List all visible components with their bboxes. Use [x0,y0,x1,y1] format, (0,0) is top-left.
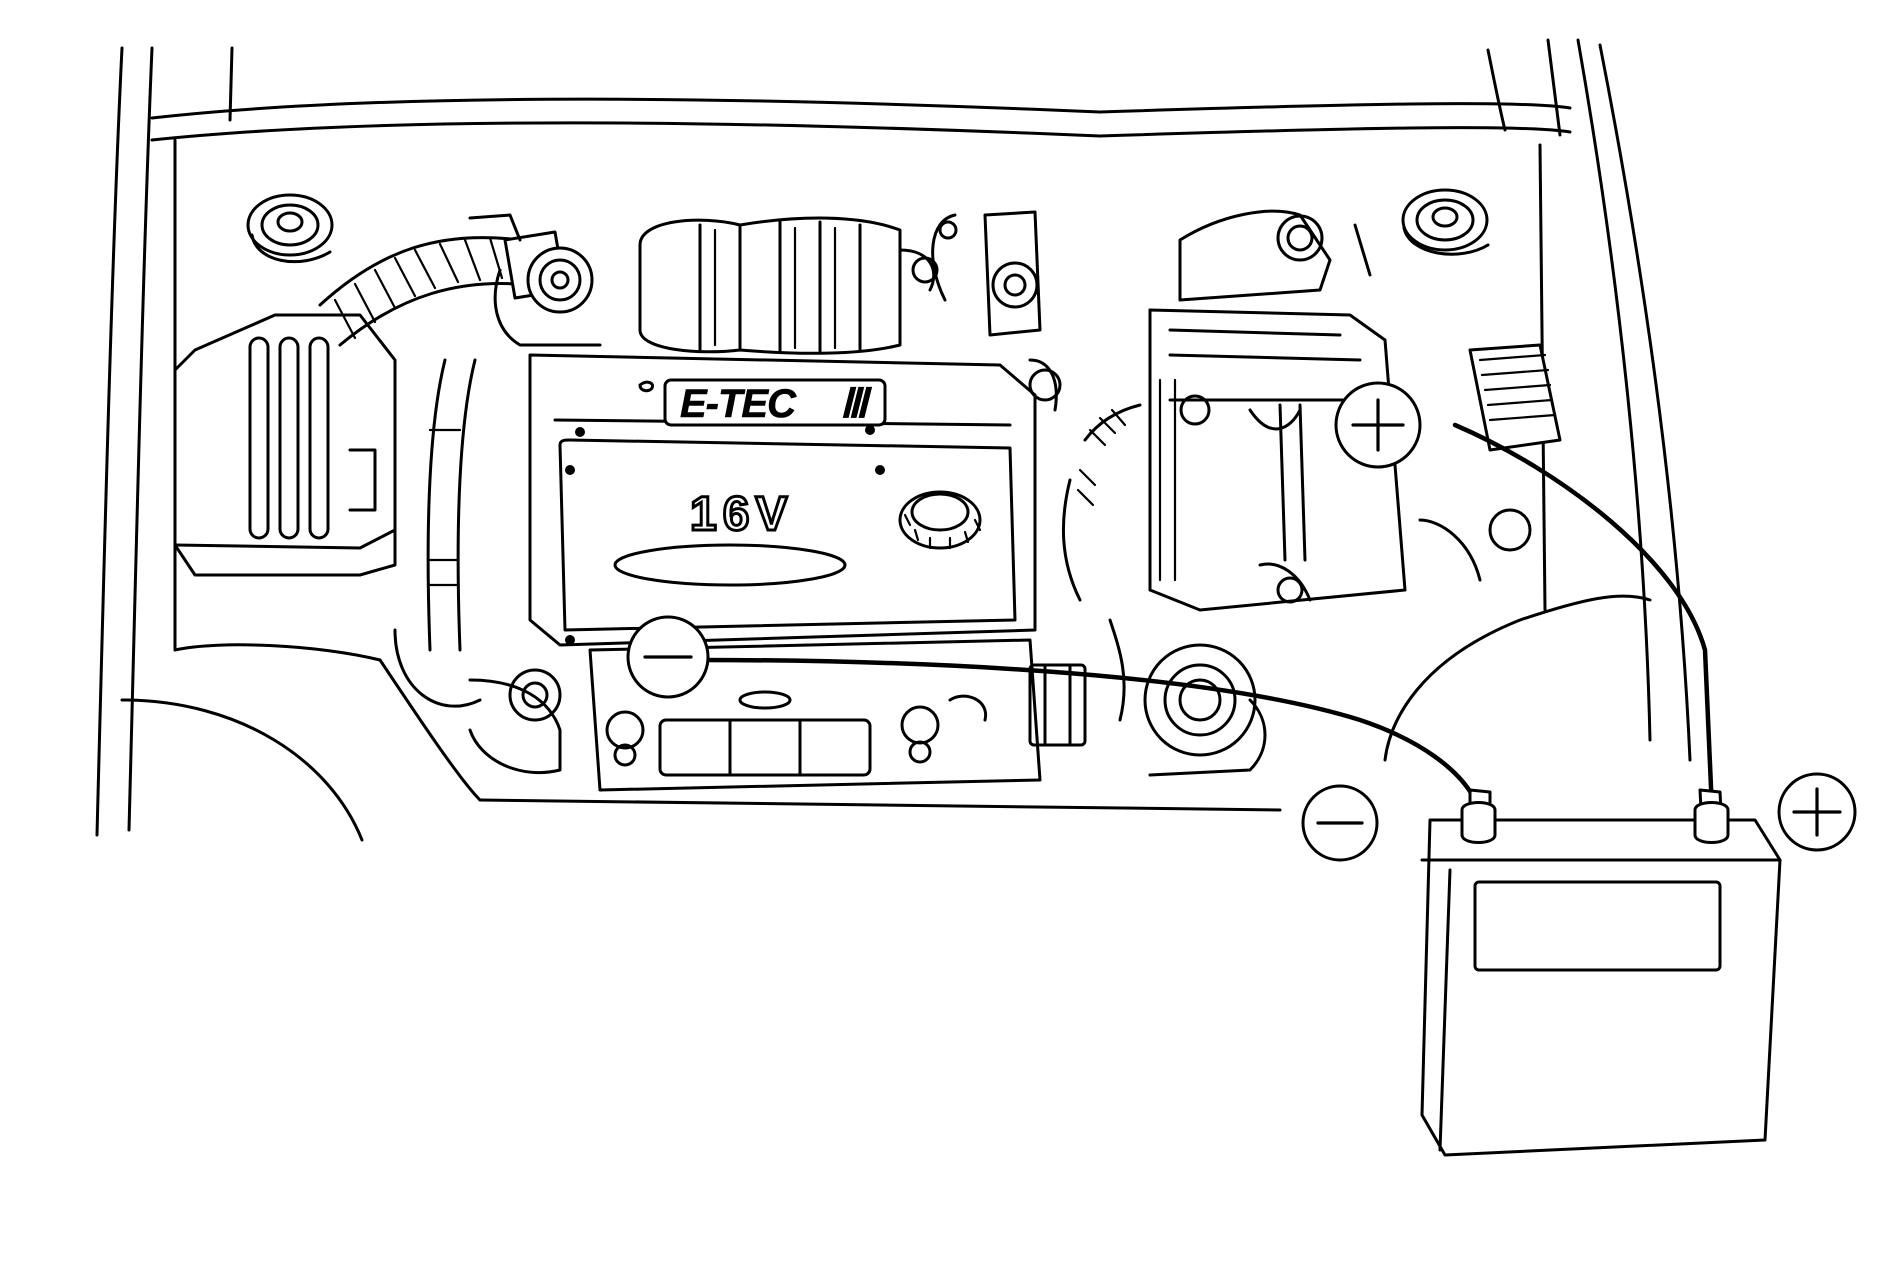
vehicle-positive-terminal-symbol: + [1334,381,1422,469]
right-strut-tower [1401,188,1490,256]
positive-jumper-cable [1452,422,1715,813]
upper-radiator-hose [393,358,562,775]
negative-jumper-cable [697,657,1478,803]
engine-lower-block [588,638,1087,792]
throttle-body [493,246,602,347]
oil-filler-cap [898,490,982,550]
booster-negative-terminal-symbol: − [1301,784,1379,862]
valve-cover-label: 16V [690,488,793,541]
booster-battery [1420,801,1782,1157]
left-strut-tower [246,193,334,264]
engine-badge-plate [663,378,887,427]
engine-valve-cover: E-TEC Ⅲ 16V [528,353,1037,647]
air-filter-housing [173,313,397,577]
engine-badge-text: E-TEC [680,382,797,426]
wiring-harness [1028,358,1142,722]
washer-reservoir [1178,209,1372,302]
intake-resonator [638,216,939,355]
brake-booster-reservoir [931,210,1042,337]
fuse-box [1418,343,1562,582]
coolant-reservoir [1143,643,1267,777]
booster-positive-terminal-symbol: + [1777,772,1857,852]
vehicle-negative-terminal-symbol: − [626,615,710,699]
